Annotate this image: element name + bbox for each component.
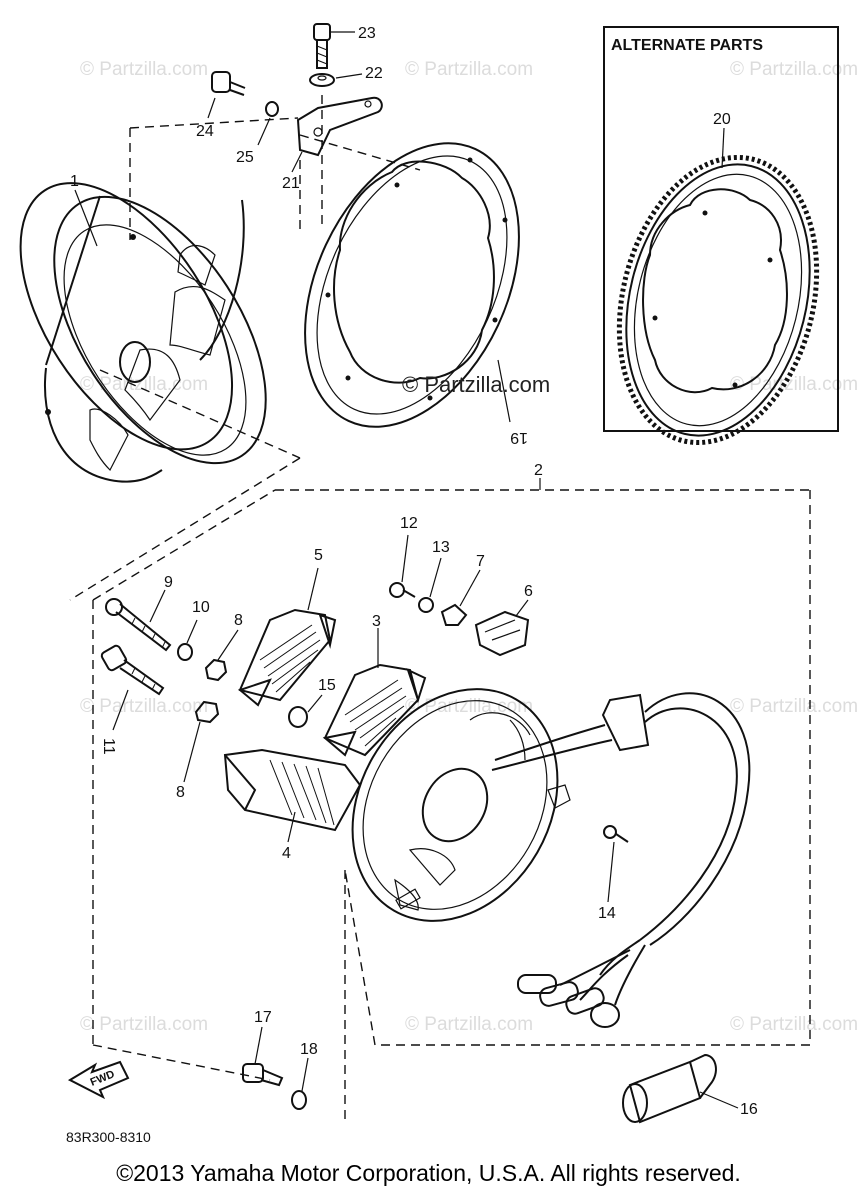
watermarks: © Partzilla.com © Partzilla.com © Partzi…	[80, 59, 857, 1035]
callout-2: 2	[534, 462, 543, 479]
part-1-flywheel	[19, 182, 267, 483]
callout-24: 24	[196, 123, 214, 140]
wire-harness	[491, 692, 751, 1028]
part-7-clip	[440, 569, 481, 626]
watermark-main: © Partzilla.com	[402, 372, 550, 397]
part-14-screw	[603, 825, 629, 903]
callout-3: 3	[372, 613, 381, 630]
part-13-washer	[418, 557, 442, 613]
callout-19: 19	[510, 429, 528, 446]
part-15-spacer	[288, 694, 323, 728]
callout-9: 9	[164, 574, 173, 591]
callout-16: 16	[740, 1101, 758, 1118]
callout-5: 5	[314, 547, 323, 564]
callout-17: 17	[254, 1009, 272, 1026]
callout-15: 15	[318, 677, 336, 694]
part-19-ring-plate	[304, 142, 520, 428]
part-17-screw	[242, 1026, 284, 1087]
callout-4: 4	[282, 845, 291, 862]
callout-8-upper: 8	[234, 612, 243, 629]
part-16-tool	[622, 1053, 739, 1124]
callout-13: 13	[432, 539, 450, 556]
callout-25: 25	[236, 149, 254, 166]
watermark: © Partzilla.com	[730, 1014, 857, 1035]
part-9-screw	[105, 589, 172, 652]
callouts: 1 2 3 4 5 6 7 8 8 9 10 11 12 13 14 15 16…	[70, 25, 758, 1118]
callout-7: 7	[476, 553, 485, 570]
callout-6: 6	[524, 583, 533, 600]
assembly-dash-lines	[69, 95, 811, 1120]
part-8-nut-upper	[204, 629, 239, 682]
part-21-bracket	[291, 96, 383, 173]
watermark: © Partzilla.com	[80, 696, 208, 717]
watermark: © Partzilla.com	[80, 374, 208, 395]
callout-8-lower: 8	[176, 784, 185, 801]
callout-22: 22	[365, 65, 383, 82]
drawing-code: 83R300-8310	[66, 1129, 151, 1145]
copyright-notice: ©2013 Yamaha Motor Corporation, U.S.A. A…	[116, 1160, 741, 1186]
watermark: © Partzilla.com	[405, 59, 533, 80]
alternate-parts-box: ALTERNATE PARTS	[603, 26, 839, 432]
part-23-bolt	[313, 23, 355, 69]
callout-11: 11	[100, 738, 117, 755]
part-11-screw	[100, 644, 165, 731]
stator-base-plate	[351, 688, 559, 922]
part-8-nut-lower	[183, 700, 220, 783]
watermark: © Partzilla.com	[730, 696, 857, 717]
part-10-washer	[177, 619, 198, 661]
fwd-arrow: FWD	[67, 1060, 130, 1100]
part-20-ring-gear	[616, 127, 820, 446]
callout-10: 10	[192, 599, 210, 616]
part-12-screw	[389, 534, 416, 598]
part-4-coil	[223, 748, 362, 843]
alternate-parts-title: ALTERNATE PARTS	[611, 37, 763, 54]
callout-20: 20	[713, 111, 731, 128]
callout-1: 1	[70, 173, 79, 190]
part-5-coil	[237, 567, 337, 707]
part-18-washer	[291, 1057, 309, 1110]
part-24-bolt	[207, 71, 246, 119]
part-3-coil	[322, 628, 427, 757]
callout-18: 18	[300, 1041, 318, 1058]
watermark: © Partzilla.com	[80, 59, 208, 80]
watermark: © Partzilla.com	[80, 1014, 208, 1035]
callout-23: 23	[358, 25, 376, 42]
callout-12: 12	[400, 515, 418, 532]
part-6-holder	[474, 599, 530, 657]
part-22-washer	[309, 73, 363, 87]
callout-21: 21	[282, 175, 300, 192]
callout-14: 14	[598, 905, 616, 922]
watermark: © Partzilla.com	[730, 59, 857, 80]
watermark: © Partzilla.com	[405, 1014, 533, 1035]
watermark: © Partzilla.com	[405, 696, 533, 717]
part-25-washer	[257, 101, 279, 146]
